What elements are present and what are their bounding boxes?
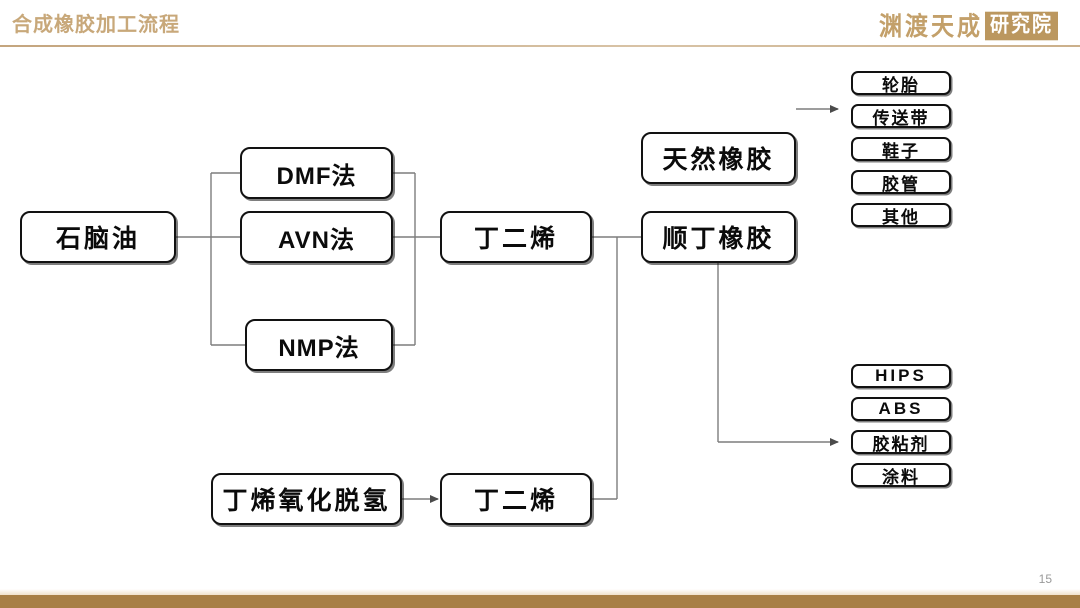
footer-fade — [0, 589, 1080, 595]
page-number: 15 — [1038, 572, 1052, 586]
product-others[interactable]: 其他 — [851, 203, 951, 227]
node-br-rubber[interactable]: 顺丁橡胶 — [641, 211, 796, 263]
logo-badge-text: 研究院 — [984, 11, 1058, 41]
node-butadiene-bottom[interactable]: 丁二烯 — [440, 473, 592, 525]
node-method-dmf[interactable]: DMF法 — [240, 147, 393, 199]
product-shoes[interactable]: 鞋子 — [851, 137, 951, 161]
page-title: 合成橡胶加工流程 — [12, 14, 180, 36]
product-hoses[interactable]: 胶管 — [851, 170, 951, 194]
flow-diagram: 石脑油 DMF法 AVN法 NMP法 丁二烯 丁烯氧化脱氢 丁二烯 天然橡胶 顺… — [0, 46, 1080, 589]
product-adhesives[interactable]: 胶粘剂 — [851, 430, 951, 454]
node-method-nmp[interactable]: NMP法 — [245, 319, 393, 371]
logo-seal-text: 渊渡天成 — [878, 12, 983, 40]
brand-logo: 渊渡天成 研究院 — [879, 10, 1058, 42]
node-butene-oxidative-dehydrogenation[interactable]: 丁烯氧化脱氢 — [211, 473, 402, 525]
product-coatings[interactable]: 涂料 — [851, 463, 951, 487]
product-abs[interactable]: ABS — [851, 397, 951, 421]
node-butadiene-top[interactable]: 丁二烯 — [440, 211, 592, 263]
footer-bar — [0, 595, 1080, 608]
product-tires[interactable]: 轮胎 — [851, 71, 951, 95]
header-divider — [0, 45, 1080, 47]
node-method-avn[interactable]: AVN法 — [240, 211, 393, 263]
product-hips[interactable]: HIPS — [851, 364, 951, 388]
node-natural-rubber[interactable]: 天然橡胶 — [641, 132, 796, 184]
product-conveyor-belts[interactable]: 传送带 — [851, 104, 951, 128]
node-feedstock[interactable]: 石脑油 — [20, 211, 176, 263]
